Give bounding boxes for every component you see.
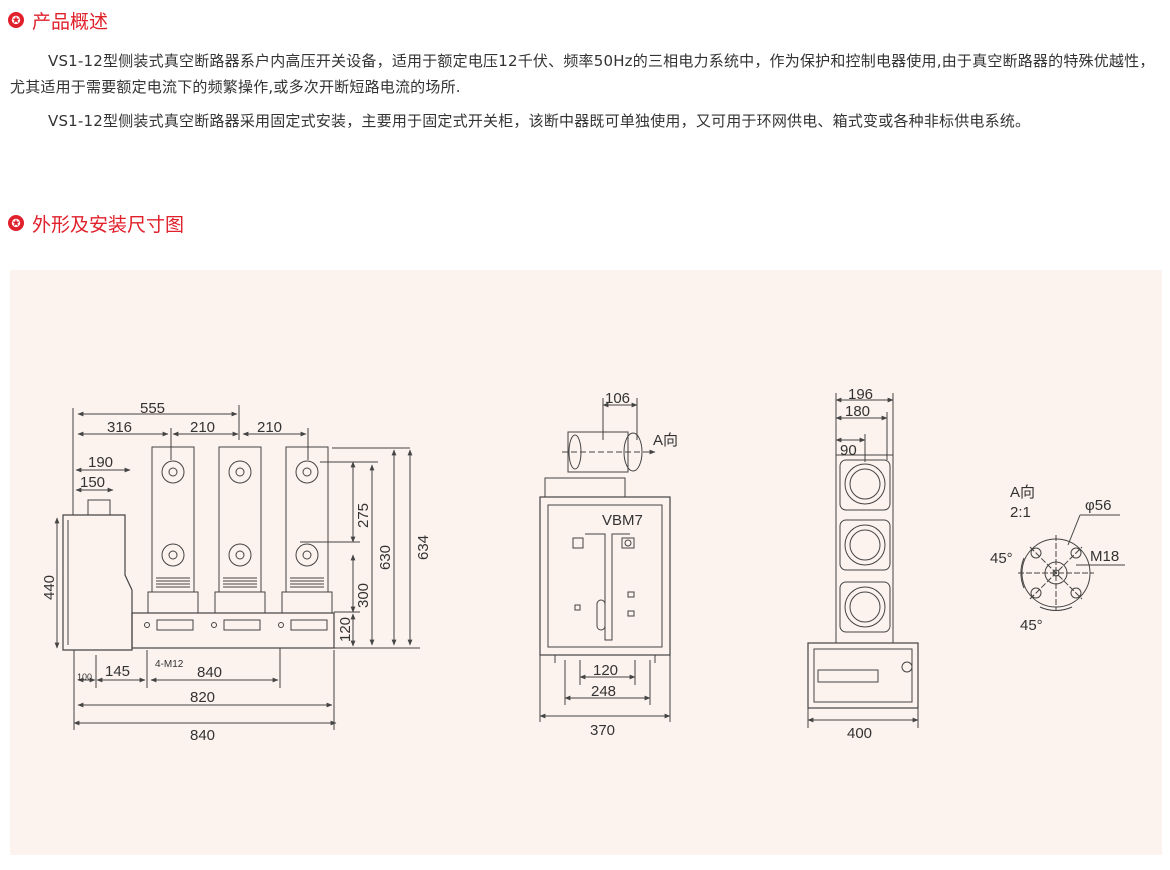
pole-2 <box>214 446 266 614</box>
pole-top-3 <box>839 581 891 633</box>
label-detail-scale: 2:1 <box>1010 504 1031 521</box>
dim-front-300: 300 <box>355 583 372 608</box>
dim-detail-phi56: φ56 <box>1085 497 1111 514</box>
dim-front-316: 316 <box>107 419 132 436</box>
dim-front-150: 150 <box>80 474 105 491</box>
dim-front-145: 145 <box>105 663 130 680</box>
dim-front-634: 634 <box>415 535 432 560</box>
side-view <box>539 398 671 722</box>
top-view <box>807 393 919 728</box>
dim-side-248: 248 <box>591 683 616 700</box>
star-badge-icon: ✪ <box>8 215 24 231</box>
dim-top-196: 196 <box>848 386 873 403</box>
label-side-a-direction: A向 <box>653 432 678 449</box>
paragraph-intro: VS1-12型侧装式真空断路器系户内高压开关设备，适用于额定电压12千伏、频率5… <box>10 52 1155 96</box>
dim-top-180: 180 <box>845 403 870 420</box>
dim-side-120: 120 <box>593 662 618 679</box>
star-badge-icon: ✪ <box>8 12 24 28</box>
dim-front-210b: 210 <box>257 419 282 436</box>
front-view <box>54 405 420 730</box>
dim-side-370: 370 <box>590 722 615 739</box>
dim-front-840-bolt: 840 <box>197 664 222 681</box>
pole-top-2 <box>839 519 891 571</box>
dim-front-210a: 210 <box>190 419 215 436</box>
dim-front-440: 440 <box>41 575 58 600</box>
dim-front-120: 120 <box>337 617 354 642</box>
dim-front-630: 630 <box>377 545 394 570</box>
pole-top-1 <box>839 459 891 511</box>
label-side-model: VBM7 <box>602 512 643 529</box>
detail-a-view <box>1018 514 1125 611</box>
label-detail-a-direction: A向 <box>1010 484 1035 501</box>
dim-front-100: 100 <box>77 672 92 682</box>
dim-front-820: 820 <box>190 689 215 706</box>
drawing-panel: 555 316 210 210 190 150 440 275 630 634 … <box>10 270 1162 855</box>
dim-detail-m18: M18 <box>1090 548 1119 565</box>
dim-top-400: 400 <box>847 725 872 742</box>
dim-detail-45-bottom: 45° <box>1020 617 1043 634</box>
dim-detail-45-left: 45° <box>990 550 1013 567</box>
section-title-dimensions: ✪ 外形及安装尺寸图 <box>8 209 184 237</box>
dim-front-4-m12: 4-M12 <box>155 659 184 670</box>
dim-front-190: 190 <box>88 454 113 471</box>
dim-front-275: 275 <box>355 503 372 528</box>
pole-1 <box>147 446 199 614</box>
section-title-text: 产品概述 <box>32 10 109 33</box>
dim-top-90: 90 <box>840 442 857 459</box>
dimension-drawing: 555 316 210 210 190 150 440 275 630 634 … <box>41 386 1125 744</box>
dim-front-840-total: 840 <box>190 727 215 744</box>
section-title-text: 外形及安装尺寸图 <box>32 213 185 236</box>
section-title-overview: ✪ 产品概述 <box>8 6 108 34</box>
paragraph-install: VS1-12型侧装式真空断路器采用固定式安装，主要用于固定式开关柜，该断中器既可… <box>48 112 1031 130</box>
dim-front-555: 555 <box>140 400 165 417</box>
dim-side-106: 106 <box>605 390 630 407</box>
pole-3 <box>281 446 333 614</box>
